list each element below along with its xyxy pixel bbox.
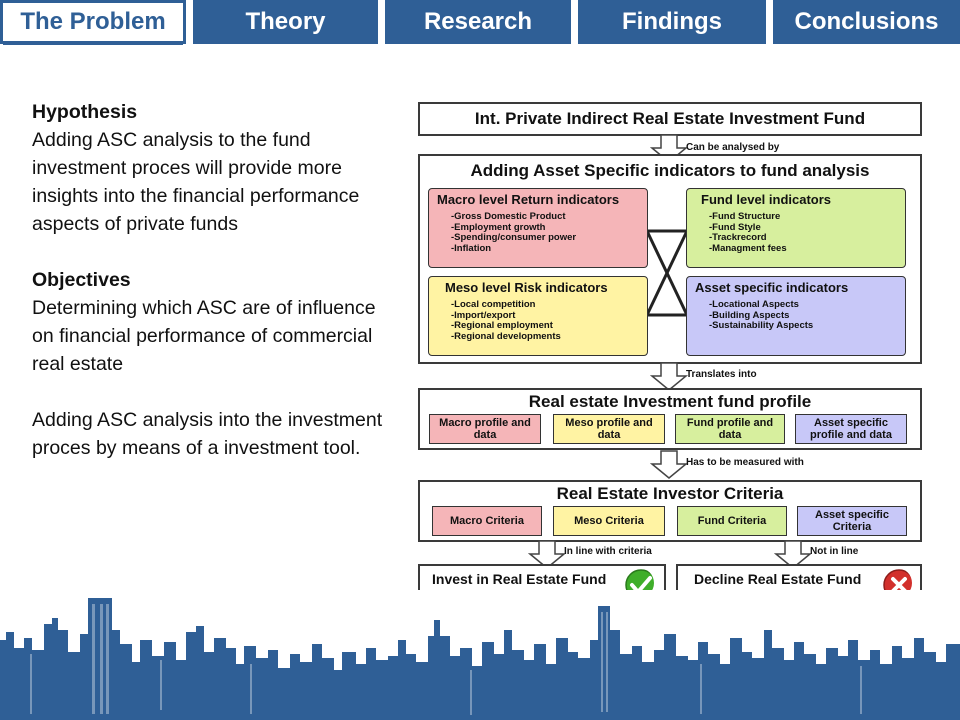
invest-label: Invest in Real Estate Fund bbox=[432, 571, 607, 587]
profile-chip-asset: Asset specific profile and data bbox=[795, 414, 907, 444]
list-item: Fund Style bbox=[709, 222, 897, 234]
list-item: Spending/consumer power bbox=[451, 232, 639, 244]
down-arrow-icon bbox=[774, 540, 813, 569]
objectives-heading: Objectives bbox=[32, 269, 131, 291]
asset-panel: Asset specific indicators Locational Asp… bbox=[686, 276, 906, 356]
connector-label: Can be analysed by bbox=[686, 142, 780, 153]
list-item: Building Aspects bbox=[709, 310, 897, 322]
list-item: Trackrecord bbox=[709, 232, 897, 244]
criteria-chip-meso: Meso Criteria bbox=[553, 506, 665, 536]
cross-connector bbox=[645, 229, 689, 317]
tab-conclusions[interactable]: Conclusions bbox=[773, 0, 960, 44]
asset-title: Asset specific indicators bbox=[695, 280, 849, 295]
fund-box-title: Int. Private Indirect Real Estate Invest… bbox=[474, 109, 866, 128]
city-skyline-image bbox=[0, 590, 960, 720]
connector-label: Translates into bbox=[686, 369, 757, 380]
profile-chip-fund: Fund profile and data bbox=[675, 414, 785, 444]
meso-panel: Meso level Risk indicators Local competi… bbox=[428, 276, 648, 356]
list-item: Fund Structure bbox=[709, 211, 897, 223]
list-item: Sustainability Aspects bbox=[709, 320, 897, 332]
down-arrow-icon bbox=[650, 450, 689, 479]
list-item: Regional employment bbox=[451, 320, 639, 332]
profile-title: Real estate Investment fund profile bbox=[528, 392, 812, 411]
text-column: Hypothesis Adding ASC analysis to the fu… bbox=[32, 98, 392, 462]
criteria-title: Real Estate Investor Criteria bbox=[556, 484, 784, 503]
profile-chip-meso: Meso profile and data bbox=[553, 414, 665, 444]
list-item: Managment fees bbox=[709, 243, 897, 255]
indicators-title: Adding Asset Specific indicators to fund… bbox=[470, 161, 870, 180]
tab-research[interactable]: Research bbox=[385, 0, 571, 44]
connector-label: Has to be measured with bbox=[686, 457, 804, 468]
objective-1: Determining which ASC are of influence o… bbox=[32, 297, 376, 375]
tab-the-problem[interactable]: The Problem bbox=[0, 0, 186, 45]
hypothesis-body: Adding ASC analysis to the fund investme… bbox=[32, 129, 360, 235]
fund-level-title: Fund level indicators bbox=[701, 192, 832, 207]
decline-label: Decline Real Estate Fund bbox=[694, 571, 862, 587]
list-item: Local competition bbox=[451, 299, 639, 311]
down-arrow-icon bbox=[650, 362, 689, 391]
fund-level-panel: Fund level indicators Fund Structure Fun… bbox=[686, 188, 906, 268]
list-item: Employment growth bbox=[451, 222, 639, 234]
list-item: Import/export bbox=[451, 310, 639, 322]
connector-label: In line with criteria bbox=[564, 546, 652, 557]
connector-label: Not in line bbox=[810, 546, 859, 557]
meso-title: Meso level Risk indicators bbox=[445, 280, 608, 295]
list-item: Inflation bbox=[451, 243, 639, 255]
criteria-chip-macro: Macro Criteria bbox=[432, 506, 542, 536]
fund-box: Int. Private Indirect Real Estate Invest… bbox=[418, 102, 922, 136]
tab-findings[interactable]: Findings bbox=[578, 0, 766, 44]
down-arrow-icon bbox=[528, 540, 567, 569]
list-item: Regional developments bbox=[451, 331, 639, 343]
criteria-chip-fund: Fund Criteria bbox=[677, 506, 787, 536]
list-item: Locational Aspects bbox=[709, 299, 897, 311]
criteria-chip-asset: Asset specific Criteria bbox=[797, 506, 907, 536]
macro-title: Macro level Return indicators bbox=[437, 192, 620, 207]
tab-theory[interactable]: Theory bbox=[193, 0, 378, 44]
list-item: Gross Domestic Product bbox=[451, 211, 639, 223]
hypothesis-heading: Hypothesis bbox=[32, 101, 138, 123]
macro-panel: Macro level Return indicators Gross Dome… bbox=[428, 188, 648, 268]
profile-chip-macro: Macro profile and data bbox=[429, 414, 541, 444]
objective-2: Adding ASC analysis into the investment … bbox=[32, 409, 383, 459]
navigation-tabs: The Problem Theory Research Findings Con… bbox=[0, 0, 960, 46]
